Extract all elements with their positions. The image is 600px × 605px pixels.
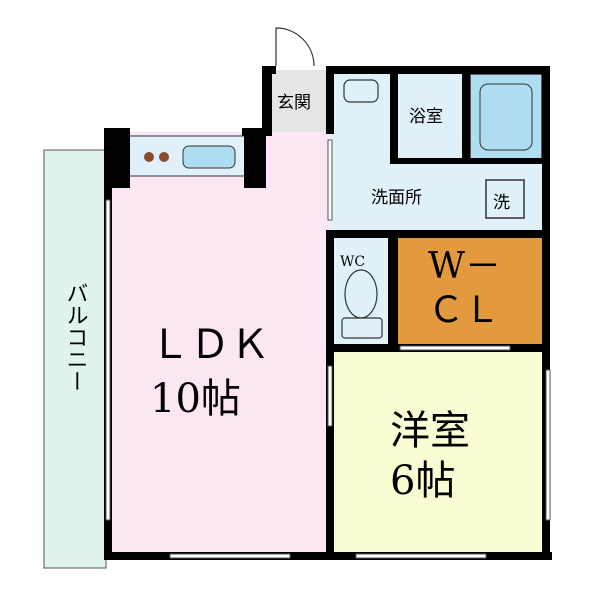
washroom-label: 洗面所 <box>371 188 422 208</box>
entrance-door-swing <box>275 27 315 67</box>
balcony-area <box>43 149 107 569</box>
stove-burner-icon <box>144 152 154 162</box>
windows <box>105 139 551 559</box>
ldk-size-label: 10帖 <box>150 376 241 422</box>
wcl-label-line1: W－ <box>428 246 501 287</box>
western-name-label: 洋室 <box>390 408 470 454</box>
western-size-label: 6帖 <box>390 458 455 504</box>
stove-burner-icon <box>159 152 169 162</box>
kitchen-sink-icon <box>182 145 236 169</box>
washer-box-icon <box>485 179 525 219</box>
toilet-label: WC <box>340 254 365 270</box>
ldk-name-label: ＬＤＫ <box>150 322 270 368</box>
washbasin-icon <box>343 79 379 103</box>
toilet-icon <box>344 269 378 319</box>
wcl-floor <box>394 236 546 348</box>
bath-label: 浴室 <box>409 107 443 127</box>
washer-label: 洗 <box>493 193 510 213</box>
entrance-label: 玄関 <box>277 93 311 113</box>
entrance-floor <box>272 70 328 132</box>
wcl-label-line2: ＣＬ <box>428 290 500 331</box>
western-room-floor <box>330 350 546 556</box>
balcony-label: バルコニー <box>63 282 88 392</box>
ldk-floor <box>110 132 330 556</box>
